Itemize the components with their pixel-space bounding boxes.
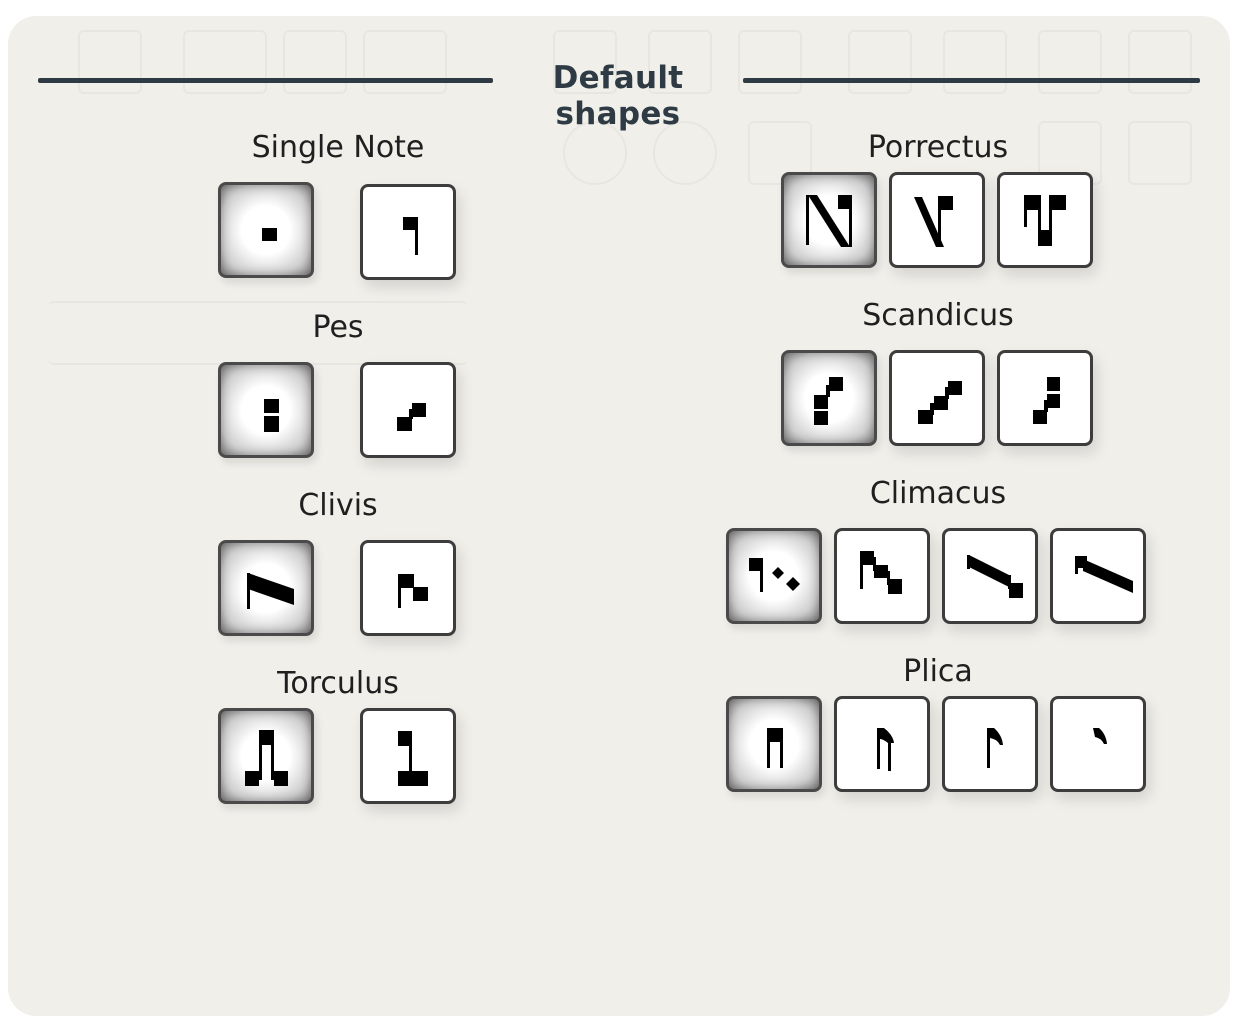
climacus-ligature-icon xyxy=(967,555,1023,598)
porrectus-flexus-button[interactable] xyxy=(889,172,985,268)
plica-square-button[interactable] xyxy=(726,696,822,792)
clivis-separate-icon xyxy=(398,574,428,608)
torculus-square-icon xyxy=(398,731,428,786)
header-rule-left xyxy=(38,78,493,83)
porrectus-square-icon xyxy=(1024,195,1066,246)
pes-stacked-icon xyxy=(264,399,279,432)
scandicus-mixed-button[interactable] xyxy=(997,350,1093,446)
clivis-separate-button[interactable] xyxy=(360,540,456,636)
single-note-square-button[interactable] xyxy=(218,182,314,278)
plica-hook-icon xyxy=(1093,728,1107,744)
climacus-square-icon xyxy=(860,551,902,594)
settings-panel: Default shapes Single Note Pes Clivis xyxy=(8,16,1230,1016)
pes-diagonal-icon xyxy=(397,403,426,431)
plica-curved-both-icon xyxy=(877,728,894,771)
single-note-virga-button[interactable] xyxy=(360,184,456,280)
porrectus-ligature-button[interactable] xyxy=(781,172,877,268)
section-title: Default shapes xyxy=(552,60,684,132)
group-label-plica: Plica xyxy=(903,654,973,689)
plica-curved-both-button[interactable] xyxy=(834,696,930,792)
porrectus-square-button[interactable] xyxy=(997,172,1093,268)
climacus-rhombus-button[interactable] xyxy=(726,528,822,624)
plica-curved-single-button[interactable] xyxy=(942,696,1038,792)
climacus-oblique-button[interactable] xyxy=(1050,528,1146,624)
clivis-ligature-icon xyxy=(247,573,294,609)
plica-hook-button[interactable] xyxy=(1050,696,1146,792)
climacus-ligature-button[interactable] xyxy=(942,528,1038,624)
plica-square-icon xyxy=(767,728,783,768)
scandicus-diagonal-icon xyxy=(918,381,962,424)
pes-diagonal-button[interactable] xyxy=(360,362,456,458)
porrectus-ligature-icon xyxy=(806,195,852,247)
climacus-rhombus-icon xyxy=(749,558,800,592)
clivis-ligature-button[interactable] xyxy=(218,540,314,636)
torculus-arch-button[interactable] xyxy=(218,708,314,804)
group-label-scandicus: Scandicus xyxy=(862,298,1014,333)
group-label-pes: Pes xyxy=(312,310,364,345)
group-label-torculus: Torculus xyxy=(277,666,399,701)
pes-stacked-button[interactable] xyxy=(218,362,314,458)
scandicus-stacked-button[interactable] xyxy=(781,350,877,446)
punctum-square-icon xyxy=(262,228,277,241)
group-label-clivis: Clivis xyxy=(298,488,378,523)
plica-curved-single-icon xyxy=(987,728,1003,768)
group-label-porrectus: Porrectus xyxy=(867,130,1009,165)
section-header: Default shapes xyxy=(38,56,1200,132)
scandicus-stacked-icon xyxy=(814,377,843,425)
group-label-climacus: Climacus xyxy=(869,476,1007,511)
torculus-square-button[interactable] xyxy=(360,708,456,804)
torculus-arch-icon xyxy=(245,730,288,786)
group-label-single-note: Single Note xyxy=(251,130,425,165)
porrectus-flexus-icon xyxy=(914,196,953,247)
header-rule-right xyxy=(743,78,1200,83)
climacus-oblique-icon xyxy=(1075,556,1133,593)
virga-icon xyxy=(403,217,418,255)
scandicus-mixed-icon xyxy=(1033,377,1060,424)
scandicus-diagonal-button[interactable] xyxy=(889,350,985,446)
climacus-square-button[interactable] xyxy=(834,528,930,624)
